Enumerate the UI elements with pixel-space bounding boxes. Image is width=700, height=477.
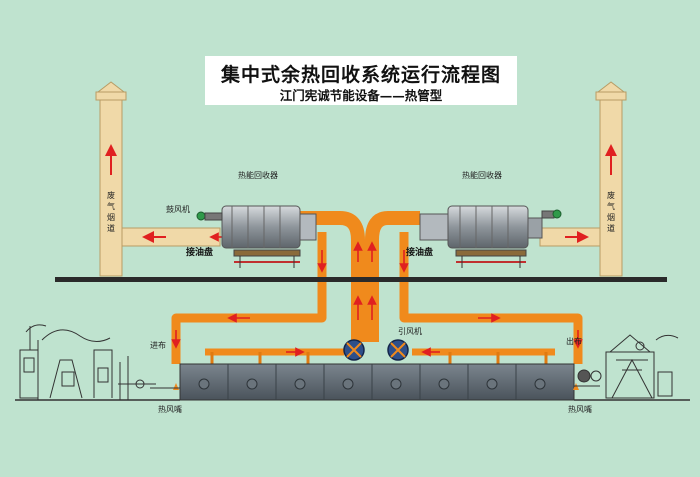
label-induced-fan: 引风机 xyxy=(398,327,422,336)
right-output-machine xyxy=(574,334,690,401)
label-nozzle-left: 热风嘴 xyxy=(158,405,182,414)
left-heat-recoverer xyxy=(221,205,317,268)
diagram-subtitle: 江门宪诚节能设备——热管型 xyxy=(279,88,443,103)
diagram-title: 集中式余热回收系统运行流程图 xyxy=(220,64,501,86)
label-oil-tray-right: 接油盘 xyxy=(406,248,434,258)
label-cloth-out: 出布 xyxy=(566,337,582,346)
label-blower: 鼓风机 xyxy=(166,205,190,214)
label-right-recoverer: 热能回收器 xyxy=(462,171,502,180)
right-blower xyxy=(541,209,562,219)
label-oil-tray-left: 接油盘 xyxy=(186,248,214,258)
left-blower xyxy=(196,211,223,221)
left-exhaust-chimney xyxy=(95,81,221,277)
label-exhaust-duct-right: 废气烟道 xyxy=(607,191,615,233)
pipe-flow-arrows xyxy=(171,232,583,357)
left-feed-machine xyxy=(15,324,180,401)
header-drops xyxy=(210,352,548,364)
induced-fan-right xyxy=(387,339,409,361)
right-heat-recoverer xyxy=(419,205,543,268)
title-box: 集中式余热回收系统运行流程图 江门宪诚节能设备——热管型 xyxy=(205,56,517,105)
floor-line xyxy=(55,277,667,282)
label-left-recoverer: 热能回收器 xyxy=(238,171,278,180)
right-exhaust-chimney xyxy=(539,81,627,277)
dryer-oven xyxy=(179,363,575,401)
label-cloth-in: 进布 xyxy=(150,341,166,350)
induced-fan-left xyxy=(343,339,365,361)
label-nozzle-right: 热风嘴 xyxy=(568,405,592,414)
label-exhaust-duct-left: 废气烟道 xyxy=(107,191,115,233)
